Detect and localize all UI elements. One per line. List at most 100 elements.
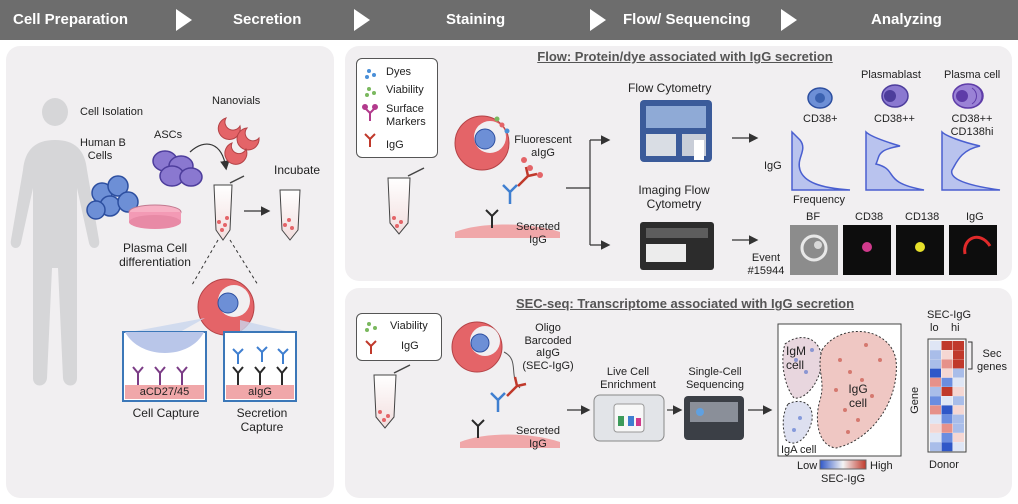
flow-legend bbox=[356, 58, 438, 158]
dyes-icon bbox=[365, 69, 376, 79]
label-sec-igg-scale: SEC-IgG bbox=[820, 473, 865, 485]
tube-icon bbox=[213, 175, 245, 241]
label-event-line1: Event bbox=[751, 252, 781, 264]
label-differentiation: Plasma Cell differentiation bbox=[105, 241, 205, 270]
arrow-to-tube bbox=[189, 143, 230, 171]
label-igg-image: IgG bbox=[966, 211, 984, 223]
heatmap-cell bbox=[953, 359, 964, 369]
legend-dyes: Dyes bbox=[386, 66, 412, 78]
igg-icon bbox=[365, 340, 377, 354]
secseq-antibody-icon bbox=[460, 376, 560, 448]
heatmap-cell bbox=[953, 433, 964, 442]
label-secseq-secreted-line1: Secreted bbox=[515, 425, 561, 437]
heatmap-cell bbox=[930, 405, 941, 415]
igg-icon bbox=[364, 133, 376, 147]
label-sec-genes-line1: Sec bbox=[982, 348, 1002, 360]
legend-surface: Surface bbox=[386, 103, 424, 115]
workflow-banner bbox=[0, 0, 1018, 40]
heatmap-cell bbox=[941, 377, 953, 387]
label-flow-cytometry: Flow Cytometry bbox=[628, 81, 712, 95]
step-cell-preparation: Cell Preparation bbox=[13, 11, 129, 28]
heatmap-cell bbox=[930, 396, 941, 406]
label-fluorescent-line1: Fluorescent bbox=[514, 134, 572, 146]
histogram-ridges bbox=[791, 130, 1001, 191]
secseq-nanovial-icon bbox=[451, 321, 521, 389]
heatmap-cell bbox=[930, 423, 941, 433]
flow-title: Flow: Protein/dye associated with IgG se… bbox=[537, 49, 833, 64]
heatmap-cell bbox=[941, 414, 953, 424]
heatmap-cell bbox=[930, 350, 941, 360]
label-frequency: Frequency bbox=[793, 194, 845, 206]
zoom-fan-left bbox=[130, 318, 205, 332]
heatmap-cell bbox=[930, 359, 941, 369]
label-secreted-line2: IgG bbox=[529, 233, 547, 246]
label-live-cell: Live Cell Enrichment bbox=[590, 366, 666, 391]
step-arrow-icon bbox=[590, 9, 606, 31]
label-igg-cell-line1: IgG bbox=[848, 382, 868, 396]
heatmap-cell bbox=[930, 377, 941, 387]
label-human-b-cells-line2: Cells bbox=[87, 149, 113, 162]
step-staining: Staining bbox=[446, 11, 506, 28]
label-event: Event #15944 bbox=[744, 252, 788, 277]
heatmap-cell bbox=[953, 396, 964, 406]
heatmap-cell bbox=[930, 341, 941, 350]
label-fluorescent-aigg: Fluorescent aIgG bbox=[512, 134, 574, 159]
b-cell-cluster-icon bbox=[86, 175, 139, 220]
heatmap-cell bbox=[941, 359, 953, 369]
heatmap-title: SEC-IgG bbox=[926, 309, 971, 321]
label-oligo-line4: (SEC-IgG) bbox=[522, 359, 574, 372]
label-acd27-45: aCD27/45 bbox=[139, 386, 190, 398]
label-sec-genes: Sec genes bbox=[974, 348, 1010, 373]
label-secseq-secreted: Secreted IgG bbox=[512, 425, 564, 450]
label-igm-line1: IgM bbox=[786, 344, 807, 358]
zoom-lines bbox=[191, 239, 259, 286]
heatmap-cell bbox=[953, 341, 964, 350]
cell-capture-box bbox=[122, 331, 207, 402]
heatmap-cell bbox=[953, 442, 964, 452]
label-oligo-line1: Oligo bbox=[535, 322, 561, 334]
label-nanovials: Nanovials bbox=[212, 95, 261, 107]
label-human-b-cells: Human B Cells bbox=[80, 137, 126, 162]
heatmap-cell bbox=[930, 433, 941, 442]
heatmap-lo: lo bbox=[930, 322, 939, 334]
label-cell-capture: Cell Capture bbox=[132, 406, 200, 420]
label-cd38pp-line: CD38++ bbox=[951, 113, 993, 125]
label-secreted-line1: Secreted bbox=[515, 221, 561, 233]
label-ascs: ASCs bbox=[154, 129, 183, 141]
label-event-line2: #15944 bbox=[747, 264, 785, 277]
label-oligo-line2: Barcoded bbox=[524, 334, 572, 347]
heatmap-cell bbox=[930, 387, 941, 396]
flow-tube-icon bbox=[387, 167, 425, 235]
label-oligo-barcoded: Oligo Barcoded aIgG (SEC-IgG) bbox=[518, 322, 578, 373]
heatmap-cell bbox=[941, 396, 953, 406]
label-sec-genes-line2: genes bbox=[977, 360, 1007, 373]
step-arrow-icon bbox=[781, 9, 797, 31]
heatmap-cell bbox=[930, 414, 941, 424]
label-single-cell: Single-Cell Sequencing bbox=[678, 366, 752, 391]
label-single-cell-line2: Sequencing bbox=[685, 378, 745, 391]
label-single-cell-line1: Single-Cell bbox=[688, 366, 742, 378]
heatmap-cell bbox=[941, 341, 953, 350]
label-imaging-flow: Imaging Flow Cytometry bbox=[626, 183, 722, 212]
label-plasma-cell: Plasma cell bbox=[944, 69, 1001, 81]
label-secseq-secreted-line2: IgG bbox=[529, 437, 547, 450]
label-cd138hi-line: CD138hi bbox=[950, 125, 994, 138]
label-iga-cell: IgA cell bbox=[781, 444, 817, 456]
nanovial-cluster-icon bbox=[217, 117, 260, 165]
label-cell-isolation: Cell Isolation bbox=[80, 106, 143, 118]
imaging-cytometer-icon bbox=[640, 222, 714, 270]
label-cd38: CD38 bbox=[855, 211, 884, 223]
secseq-legend-igg: IgG bbox=[401, 340, 419, 352]
legend-icons bbox=[362, 69, 378, 147]
secseq-legend bbox=[356, 313, 442, 361]
zoom-fan-right bbox=[240, 320, 290, 332]
label-imaging-flow-line1: Imaging Flow bbox=[638, 183, 710, 197]
step-arrow-icon bbox=[354, 9, 370, 31]
petri-dish-icon bbox=[128, 204, 182, 229]
flow-cytometer-icon bbox=[640, 100, 712, 162]
label-imaging-flow-line2: Cytometry bbox=[646, 196, 702, 211]
heatmap-cell bbox=[941, 442, 953, 452]
label-secretion-capture: Secretion Capture bbox=[226, 406, 298, 435]
heatmap-cell bbox=[941, 350, 953, 360]
